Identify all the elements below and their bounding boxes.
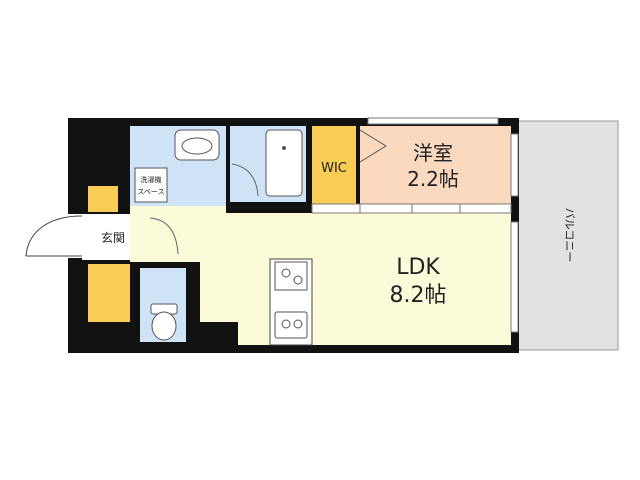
bathroom-door-swing bbox=[231, 163, 259, 197]
drain-icon bbox=[282, 146, 286, 150]
window-right-upper bbox=[510, 133, 519, 197]
kitchen-counter bbox=[269, 258, 313, 346]
wic-label: WIC bbox=[321, 161, 347, 176]
shoe-storage-upper bbox=[88, 186, 118, 212]
front-door-swing bbox=[25, 215, 83, 257]
sink-icon bbox=[274, 311, 308, 339]
closet-door-icon bbox=[359, 129, 387, 163]
burner-icon bbox=[293, 275, 303, 285]
ldk-floor bbox=[200, 213, 511, 345]
basin-bowl-icon bbox=[181, 137, 213, 155]
ldk-label: LDK bbox=[396, 255, 440, 280]
bathtub-icon bbox=[265, 129, 303, 197]
window-top bbox=[367, 117, 499, 125]
burner-icon bbox=[281, 268, 291, 278]
shoe-storage-lower bbox=[88, 264, 130, 322]
burner-icon bbox=[293, 319, 303, 329]
burner-icon bbox=[281, 319, 291, 329]
western-room-label: 洋室 bbox=[413, 141, 453, 165]
entrance-label: 玄関 bbox=[101, 230, 125, 245]
window-right-lower bbox=[510, 221, 519, 333]
ldk-size: 8.2帖 bbox=[390, 283, 447, 308]
western-room-size: 2.2帖 bbox=[407, 167, 459, 191]
entrance-floor bbox=[82, 214, 130, 260]
washbasin-icon bbox=[174, 129, 220, 161]
balcony-label: バルコニー bbox=[563, 208, 576, 263]
western-room-floor bbox=[360, 126, 511, 204]
stove-icon bbox=[274, 261, 308, 291]
hallway-door-swing bbox=[149, 217, 179, 255]
front-door-opening bbox=[26, 214, 82, 258]
toilet-bowl-icon bbox=[151, 311, 177, 341]
balcony-area bbox=[517, 120, 619, 351]
laundry-label-line1: 洗濯機 bbox=[141, 175, 162, 184]
laundry-space-box bbox=[134, 167, 168, 203]
laundry-label-line2: スペース bbox=[137, 188, 164, 196]
wic-floor bbox=[312, 126, 356, 204]
